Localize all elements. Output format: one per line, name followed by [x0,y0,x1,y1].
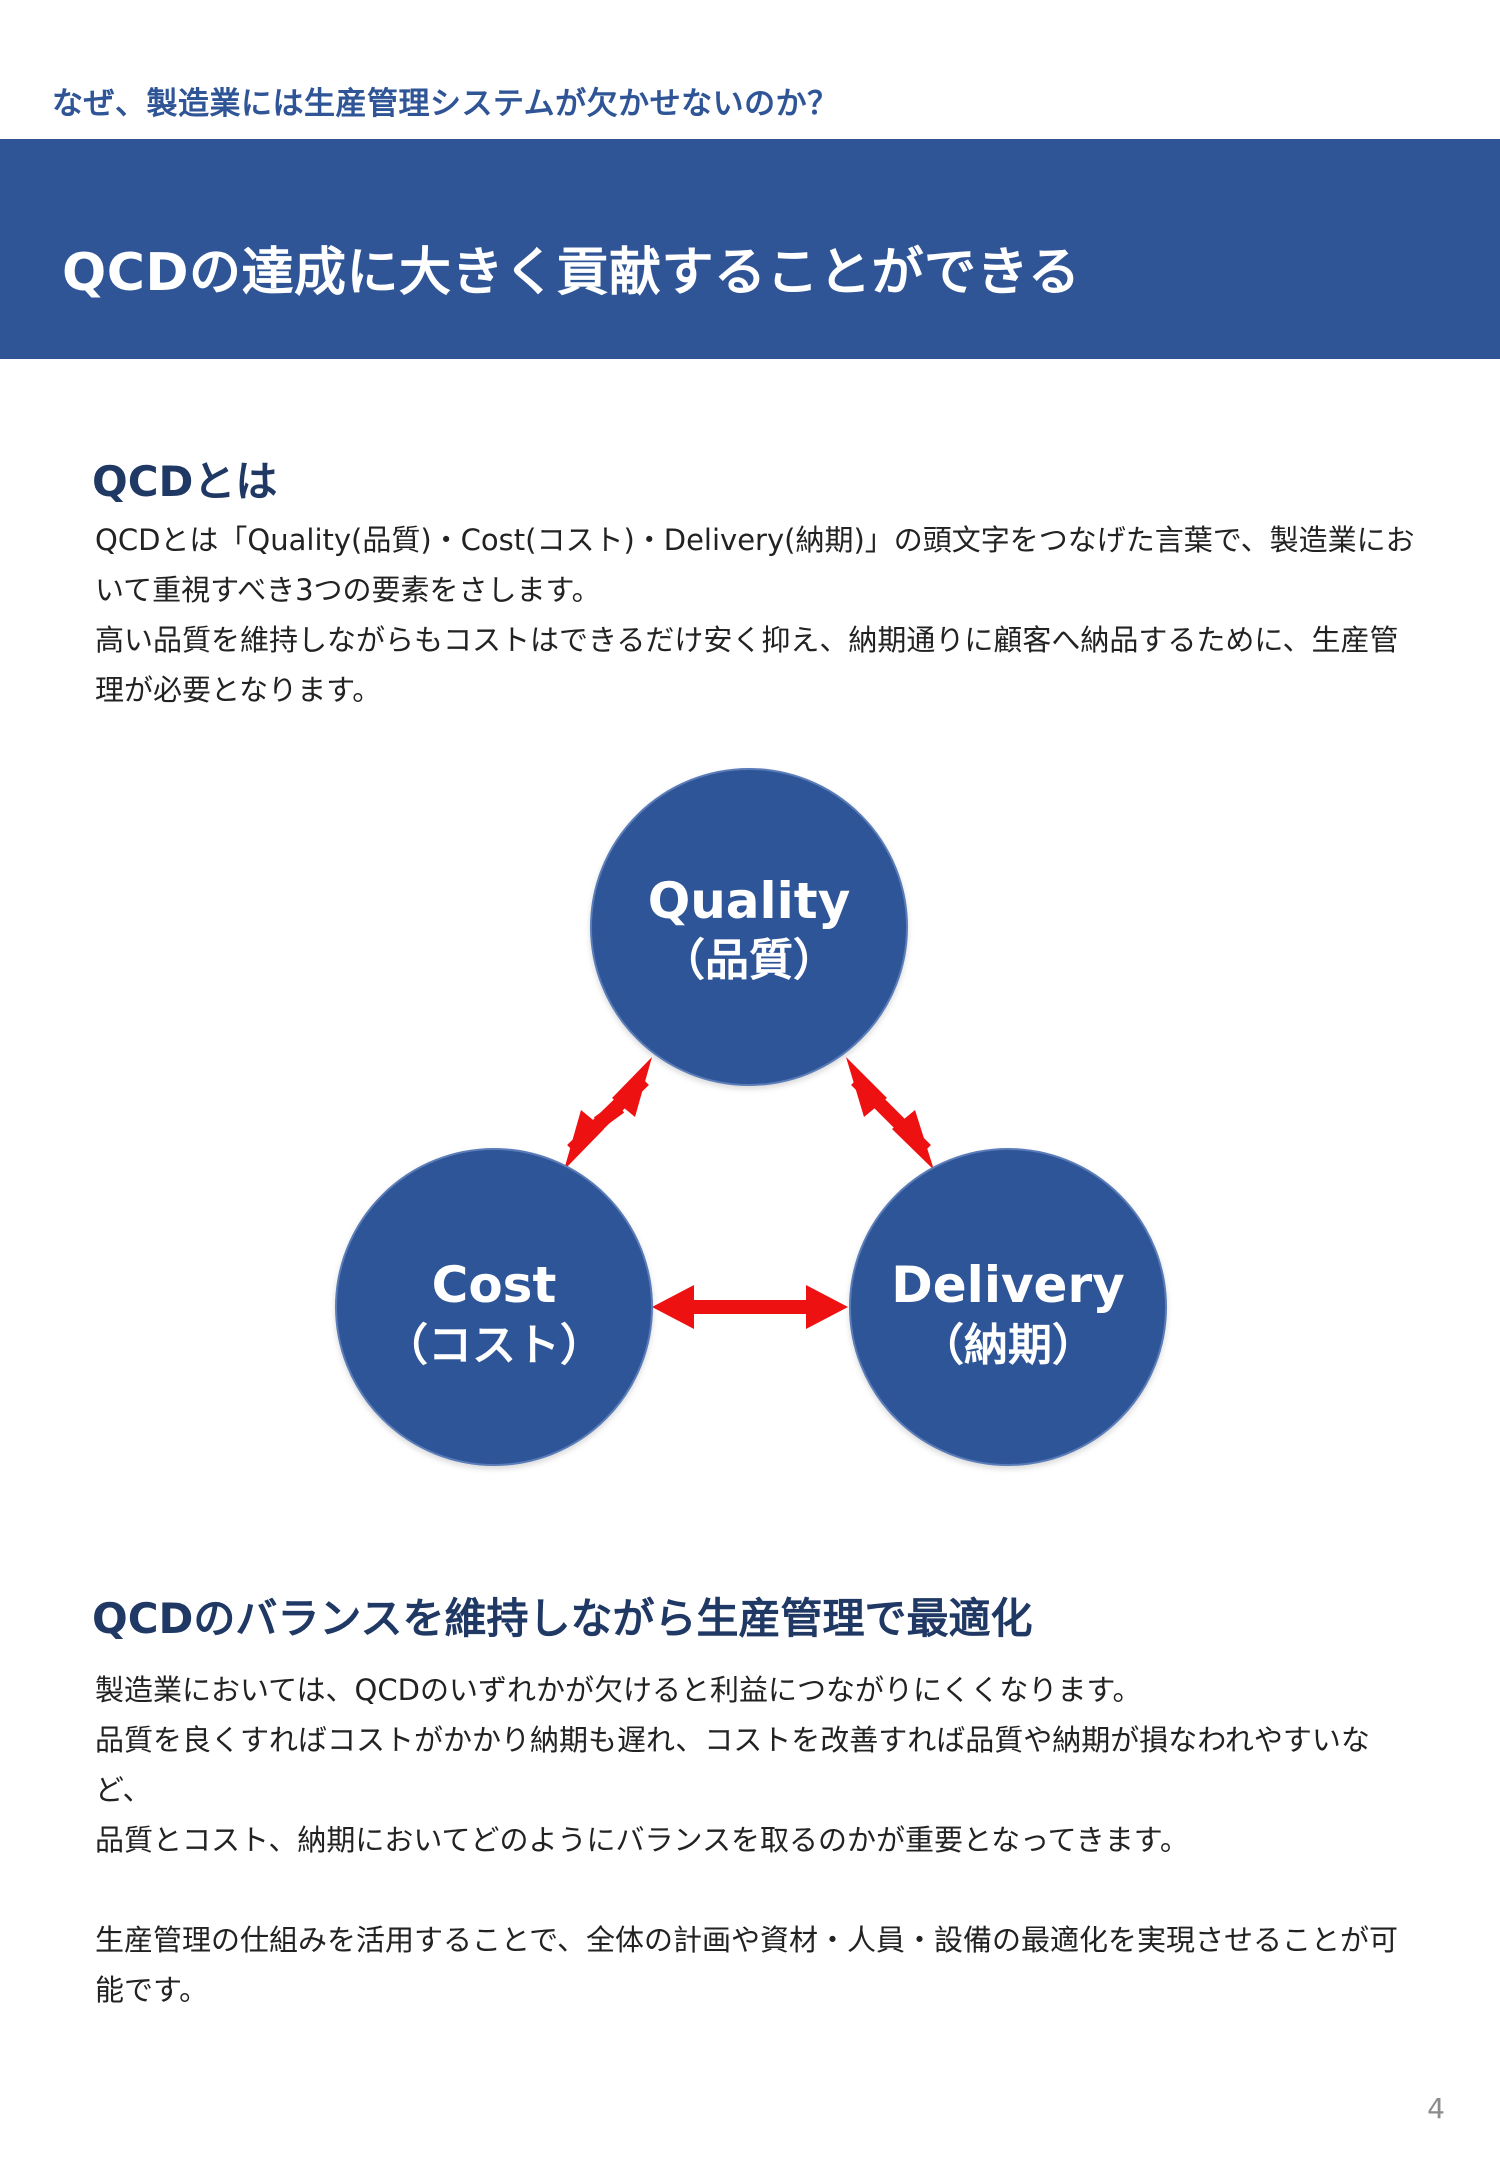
circle-cost [335,1148,653,1466]
node-quality: Quality （品質） [590,768,908,1086]
qcd-diagram: Quality （品質） Cost （コスト） Delivery （納期） [335,768,1167,1466]
node-cost-title: Cost [432,1256,557,1314]
node-quality-title: Quality [648,872,851,930]
paragraph: 生産管理の仕組みを活用することで、全体の計画や資材・人員・設備の最適化を実現させ… [95,1923,1398,2007]
paragraph: 製造業においては、QCDのいずれかが欠けると利益につながりにくくなります。 [95,1673,1142,1707]
paragraph: 品質を良くすればコストがかかり納期も遅れ、コストを改善すれば品質や納期が損なわれ… [95,1723,1370,1807]
arrow-cost-delivery [652,1285,848,1329]
title-band [0,139,1500,359]
paragraph: 高い品質を維持しながらもコストはできるだけ安く抑え、納期通りに顧客へ納品するため… [95,623,1399,707]
node-delivery-title: Delivery [891,1256,1124,1314]
node-quality-subtitle: （品質） [661,935,837,986]
node-cost: Cost （コスト） [335,1148,653,1466]
node-delivery: Delivery （納期） [849,1148,1167,1466]
arrow-quality-cost [564,1057,652,1170]
section-heading-balance: QCDのバランスを維持しながら生産管理で最適化 [92,1594,1033,1643]
spacer [95,1865,1425,1915]
page-number: 4 [1427,2092,1445,2125]
arrow-quality-delivery [846,1057,934,1170]
section-balance-body: 製造業においては、QCDのいずれかが欠けると利益につながりにくくなります。 品質… [95,1665,1425,2015]
node-cost-subtitle: （コスト） [384,1320,604,1371]
section-qcd-body: QCDとは「Quality(品質)・Cost(コスト)・Delivery(納期)… [95,515,1425,715]
paragraph: 品質とコスト、納期においてどのようにバランスを取るのかが重要となってきます。 [95,1823,1189,1857]
paragraph: QCDとは「Quality(品質)・Cost(コスト)・Delivery(納期)… [95,523,1415,607]
node-delivery-subtitle: （納期） [920,1320,1096,1371]
page-title: QCDの達成に大きく貢献することができる [62,243,1081,303]
section-heading-qcd: QCDとは [92,457,278,506]
circle-delivery [849,1148,1167,1466]
circle-quality [590,768,908,1086]
chapter-label: なぜ、製造業には生産管理システムが欠かせないのか？ [52,86,839,122]
